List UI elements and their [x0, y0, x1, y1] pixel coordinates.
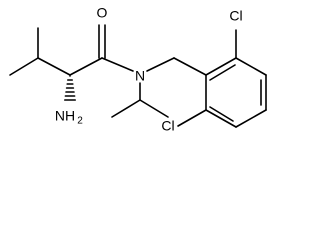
atom-amine: NH 2: [55, 108, 83, 127]
stereo-hash-bond: [64, 75, 76, 101]
svg-text:NH: NH: [55, 108, 75, 124]
structure-diagram: O N NH 2 Cl Cl: [9, 5, 267, 134]
bond-ring-cl-bottom: [177, 109, 207, 127]
bond-isopropyl-to-alpha: [37, 57, 71, 76]
bond-ipr-right: [139, 99, 169, 118]
molecule-svg: O N NH 2 Cl Cl: [9, 5, 267, 134]
atom-chlorine-bottom: Cl: [161, 118, 174, 134]
bond-n-to-ch2: [146, 57, 175, 72]
bond-methyl-left: [9, 57, 39, 76]
bond-alpha-to-carbonyl: [69, 57, 103, 76]
svg-text:2: 2: [77, 116, 83, 127]
bond-ipr-left: [111, 99, 141, 118]
bond-ch2-to-ring: [173, 57, 207, 76]
atom-oxygen: O: [97, 5, 108, 21]
atom-chlorine-top: Cl: [229, 8, 242, 24]
benzene-ring: [205, 57, 267, 128]
atom-nitrogen: N: [135, 68, 145, 84]
bond-carbonyl-to-n: [101, 57, 134, 72]
